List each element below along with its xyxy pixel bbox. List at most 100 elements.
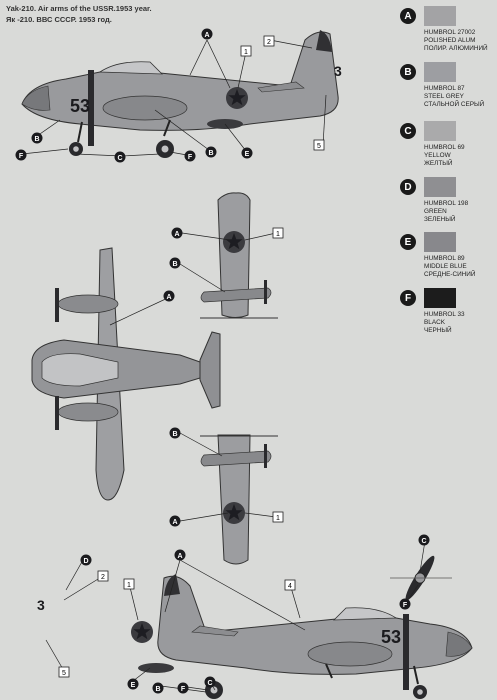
legend-badge-A: A <box>400 8 416 24</box>
legend-swatch-A <box>424 6 456 26</box>
legend-code-E: HUMBROL 89 <box>424 255 465 262</box>
svg-text:1: 1 <box>127 582 131 589</box>
svg-text:F: F <box>188 154 193 161</box>
plan-view <box>31 247 221 501</box>
callout-F-side-top-2: F <box>184 150 196 162</box>
svg-text:F: F <box>403 602 408 609</box>
decal-callouts: 1 2 5 1 1 2 1 4 5 <box>58 35 325 678</box>
legend-swatch-F <box>424 288 456 308</box>
svg-text:D: D <box>83 558 88 565</box>
svg-text:F: F <box>19 153 24 160</box>
legend-swatch-E <box>424 232 456 252</box>
svg-text:E: E <box>245 151 250 158</box>
svg-text:A: A <box>174 231 179 238</box>
svg-text:B: B <box>172 431 177 438</box>
legend-code-A: HUMBROL 27002 <box>424 29 476 36</box>
tail-number-bottom: 3 <box>37 597 45 613</box>
side-view-left: 53 3 <box>21 30 342 158</box>
decal-1-lower-wing: 1 <box>272 511 284 523</box>
svg-text:A: A <box>166 294 171 301</box>
callout-B-side-bottom: B <box>152 682 164 694</box>
svg-text:A: A <box>177 553 182 560</box>
callout-C-side-top: C <box>114 151 126 163</box>
tail-number-top: 3 <box>334 63 342 79</box>
nose-number-bottom: 53 <box>381 627 401 647</box>
title-russian: Як -210. ВВС СССР. 1953 год. <box>6 15 112 24</box>
propeller-detail <box>390 555 452 601</box>
callout-C-prop: C <box>418 534 430 546</box>
svg-text:B: B <box>155 686 160 693</box>
svg-text:F: F <box>181 686 186 693</box>
legend-name-en-E: MIDDLE BLUE <box>424 263 467 270</box>
legend-badge-E: E <box>400 234 416 250</box>
svg-text:4: 4 <box>288 583 292 590</box>
paint-callouts: A B B E F C F A B A B A D A E B F C C F <box>15 28 430 694</box>
callout-A-side-bottom: A <box>174 549 186 561</box>
legend-code-B: HUMBROL 87 <box>424 85 465 92</box>
svg-text:B: B <box>208 150 213 157</box>
legend-name-en-C: YELLOW <box>424 152 451 159</box>
legend-swatch-B <box>424 62 456 82</box>
legend-badge-F: F <box>400 290 416 306</box>
svg-text:A: A <box>204 32 209 39</box>
decal-2-side-top: 2 <box>263 35 275 47</box>
legend-badge-B: B <box>400 64 416 80</box>
decal-2-side-bottom: 2 <box>97 570 109 582</box>
callout-E-side-bottom: E <box>127 678 139 690</box>
leader-lines <box>21 39 426 693</box>
upper-wing-view <box>200 192 278 319</box>
callout-B-lower-wing: B <box>169 427 181 439</box>
legend-name-ru-A: ПОЛИР. АЛЮМИНИЙ <box>424 45 488 52</box>
decal-1-upper-wing: 1 <box>272 227 284 239</box>
callout-A-side-top: A <box>201 28 213 40</box>
callout-C-side-bottom: C <box>204 676 216 688</box>
svg-text:E: E <box>131 682 136 689</box>
legend-code-D: HUMBROL 198 <box>424 200 469 207</box>
svg-text:5: 5 <box>62 670 66 677</box>
legend-swatch-C <box>424 121 456 141</box>
svg-text:C: C <box>421 538 426 545</box>
legend-badge-D: D <box>400 179 416 195</box>
callout-E-side-top: E <box>241 147 253 159</box>
legend-code-C: HUMBROL 69 <box>424 144 465 151</box>
lower-wing-view <box>200 434 278 565</box>
svg-text:2: 2 <box>101 574 105 581</box>
legend-badge-C: C <box>400 123 416 139</box>
callout-F-side-top: F <box>15 149 27 161</box>
decal-4-side-bottom: 4 <box>284 579 296 591</box>
legend-name-en-D: GREEN <box>424 208 447 215</box>
decal-1-side-bottom: 1 <box>123 578 135 590</box>
callout-D-side-bottom: D <box>80 554 92 566</box>
svg-text:2: 2 <box>267 39 271 46</box>
legend-name-ru-E: СРЕДНЕ-СИНИЙ <box>424 271 476 278</box>
legend-code-F: HUMBROL 33 <box>424 311 465 318</box>
svg-text:B: B <box>172 261 177 268</box>
callout-A-upper-wing: A <box>171 227 183 239</box>
callout-F-prop: F <box>399 598 411 610</box>
legend-name-ru-F: ЧЕРНЫЙ <box>424 327 452 334</box>
title-english: Yak-210. Air arms of the USSR.1953 year. <box>6 4 152 13</box>
legend-name-en-B: STEEL GREY <box>424 93 464 100</box>
callout-F-side-bottom: F <box>177 682 189 694</box>
legend-name-en-A: POLISHED ALUM <box>424 37 476 44</box>
svg-text:1: 1 <box>244 49 248 56</box>
side-view-right: 53 3 <box>37 574 473 699</box>
svg-text:1: 1 <box>276 515 280 522</box>
callout-B-side-top-2: B <box>205 146 217 158</box>
legend-name-en-F: BLACK <box>424 319 445 326</box>
decal-1-side-top: 1 <box>240 45 252 57</box>
svg-text:B: B <box>34 136 39 143</box>
legend-name-ru-D: ЗЕЛЕНЫЙ <box>424 216 456 223</box>
nose-number-top: 53 <box>70 96 90 116</box>
svg-text:A: A <box>172 519 177 526</box>
callout-A-plan: A <box>163 290 175 302</box>
legend-name-ru-C: ЖЕЛТЫЙ <box>424 160 453 167</box>
callout-B-side-top: B <box>31 132 43 144</box>
svg-text:5: 5 <box>317 143 321 150</box>
decal-5-side-top: 5 <box>313 139 325 151</box>
callout-B-upper-wing: B <box>169 257 181 269</box>
svg-text:C: C <box>207 680 212 687</box>
svg-text:C: C <box>117 155 122 162</box>
